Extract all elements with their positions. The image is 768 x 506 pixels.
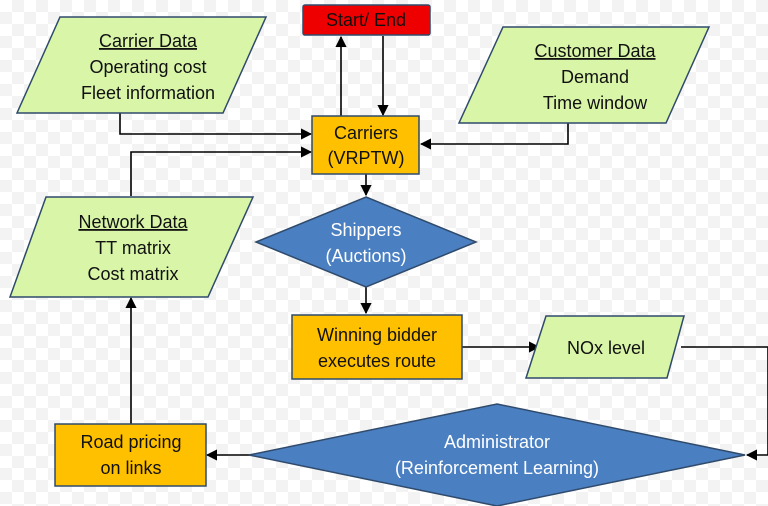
nox-level-shape [524, 315, 685, 379]
customer-data-shape [457, 26, 711, 124]
winning-bidder-node: Winning bidder executes route [291, 314, 463, 380]
administrator-line2: (Reinforcement Learning) [395, 458, 599, 478]
road-pricing-node: Road pricing on links [54, 423, 207, 487]
nox-level-label: NOx level [567, 338, 645, 358]
arrow-network-data-to-carriers [130, 146, 313, 196]
road-pricing-box [54, 423, 207, 487]
carriers-line1: Carriers [334, 123, 398, 143]
winning-bidder-line2: executes route [318, 351, 436, 371]
administrator-node: Administrator (Reinforcement Learning) [248, 403, 746, 506]
customer-data-node: Customer Data Demand Time window [457, 26, 711, 124]
nox-level-node: NOx level [524, 315, 685, 379]
road-pricing-line2: on links [100, 458, 161, 478]
carriers-line2: (VRPTW) [328, 148, 405, 168]
connectors [119, 35, 768, 461]
arrow-nox-to-administrator [681, 346, 768, 461]
arrow-customer-data-to-carriers [419, 123, 569, 150]
carrier-data-line1: Operating cost [89, 57, 206, 77]
start-end-node: Start/ End [302, 4, 431, 36]
carriers-node: Carriers (VRPTW) [311, 115, 420, 175]
customer-data-title: Customer Data [534, 41, 656, 61]
carrier-data-title: Carrier Data [99, 31, 198, 51]
carriers-box [311, 115, 420, 175]
winning-bidder-box [291, 314, 463, 380]
customer-data-line1: Demand [561, 67, 629, 87]
network-data-line1: TT matrix [95, 238, 171, 258]
network-data-node: Network Data TT matrix Cost matrix [8, 196, 255, 298]
customer-data-line2: Time window [543, 93, 648, 113]
network-data-line2: Cost matrix [87, 264, 178, 284]
carrier-data-line2: Fleet information [81, 83, 215, 103]
shippers-node: Shippers (Auctions) [254, 196, 478, 288]
administrator-line1: Administrator [444, 432, 550, 452]
carrier-data-node: Carrier Data Operating cost Fleet inform… [15, 16, 268, 114]
shippers-diamond [254, 196, 478, 288]
carrier-data-shape [15, 16, 268, 114]
road-pricing-line1: Road pricing [80, 432, 181, 452]
network-data-shape [8, 196, 255, 298]
start-end-box [302, 4, 431, 36]
start-end-label: Start/ End [326, 10, 406, 30]
arrow-carrier-data-to-carriers [119, 113, 313, 140]
administrator-diamond [248, 403, 746, 506]
network-data-title: Network Data [78, 212, 188, 232]
shippers-line2: (Auctions) [325, 246, 406, 266]
shippers-line1: Shippers [330, 220, 401, 240]
winning-bidder-line1: Winning bidder [317, 325, 437, 345]
